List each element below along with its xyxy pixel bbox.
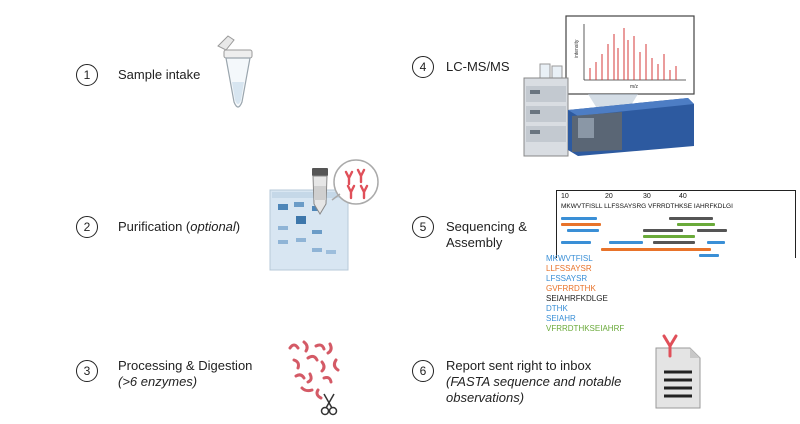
spectrum-xlabel: m/z [630, 84, 639, 90]
step-2-number: 2 [76, 216, 98, 238]
step-1-label: Sample intake [118, 67, 201, 82]
step-3-title: Processing & Digestion [118, 358, 253, 373]
peptide-5: SEIAHRFKDLGE [546, 294, 608, 303]
step-5-label: Sequencing & Assembly [446, 219, 527, 251]
sequence-assembly-panel: 10 20 30 40 MKWVTFISLL LLFSSAYSRG VFRRDT… [556, 190, 796, 258]
gel-purification-icon [269, 159, 379, 271]
step-5-title-line1: Sequencing & [446, 219, 527, 234]
fragment-bar [699, 254, 719, 257]
step-6-label: Report sent right to inbox (FASTA sequen… [446, 358, 621, 406]
tick-label-10: 10 [561, 193, 569, 200]
fragment-bar [643, 235, 695, 238]
step-3-label: Processing & Digestion (>6 enzymes) [118, 358, 252, 390]
step-6-subtitle-line1: (FASTA sequence and notable [446, 374, 622, 389]
step-6-number: 6 [412, 360, 434, 382]
fragment-bar [653, 241, 695, 244]
step-4-number: 4 [412, 56, 434, 78]
tick-label-40: 40 [679, 193, 687, 200]
fragment-bar [567, 229, 599, 232]
fragment-bar [601, 248, 711, 251]
fragment-bar [697, 229, 727, 232]
step-3-number: 3 [76, 360, 98, 382]
peptide-1: MKWVTFISL [546, 254, 593, 263]
fragment-bar [561, 241, 591, 244]
microtube-icon [217, 35, 253, 108]
peptide-list: MKWVTFISL LLFSSAYSR LFSSAYSR GVFRRDTHK S… [546, 254, 624, 334]
lc-ms-instrument-icon: intensity m/z [523, 15, 695, 157]
step-2-label-close: ) [235, 219, 241, 234]
peptide-4: GVFRRDTHK [546, 284, 596, 293]
peptide-2: LLFSSAYSR [546, 264, 592, 273]
fragment-bar [609, 241, 643, 244]
step-6-subtitle-line2: observations) [446, 390, 525, 405]
tick-label-30: 30 [643, 193, 651, 200]
peptide-8: VFRRDTHKSEIAHRF [546, 324, 625, 333]
fragment-bar [669, 217, 713, 220]
fragment-bar [707, 241, 725, 244]
step-3-sub-open: ( [118, 374, 123, 389]
tick-label-20: 20 [605, 193, 613, 200]
report-document-icon [655, 334, 701, 409]
step-5-number: 5 [412, 216, 434, 238]
step-4-label: LC-MS/MS [446, 59, 510, 74]
step-5-title-line2: Assembly [446, 235, 503, 250]
step-3-subtitle: (>6 enzymes) [118, 374, 252, 390]
fragment-bar [643, 229, 683, 232]
reference-sequence: MKWVTFISLL LLFSSAYSRG VFRRDTHKSE IAHRFKD… [561, 203, 733, 210]
step-3-sub-text: >6 enzymes [122, 374, 193, 389]
peptide-7: SEIAHR [546, 314, 576, 323]
step-1-number: 1 [76, 64, 98, 86]
fragment-bar [561, 217, 597, 220]
step-3-sub-close: ) [192, 374, 198, 389]
step-2-label-optional: optional [190, 219, 236, 234]
step-2-label: Purification (optional) [118, 219, 240, 235]
step-2-label-text: Purification ( [118, 219, 191, 234]
peptide-3: LFSSAYSR [546, 274, 588, 283]
peptide-6: DTHK [546, 304, 568, 313]
fragment-bar [677, 223, 715, 226]
step-6-title: Report sent right to inbox [446, 358, 592, 373]
fragment-bar [561, 223, 601, 226]
spectrum-ylabel: intensity [574, 39, 580, 58]
digestion-icon [288, 340, 340, 416]
